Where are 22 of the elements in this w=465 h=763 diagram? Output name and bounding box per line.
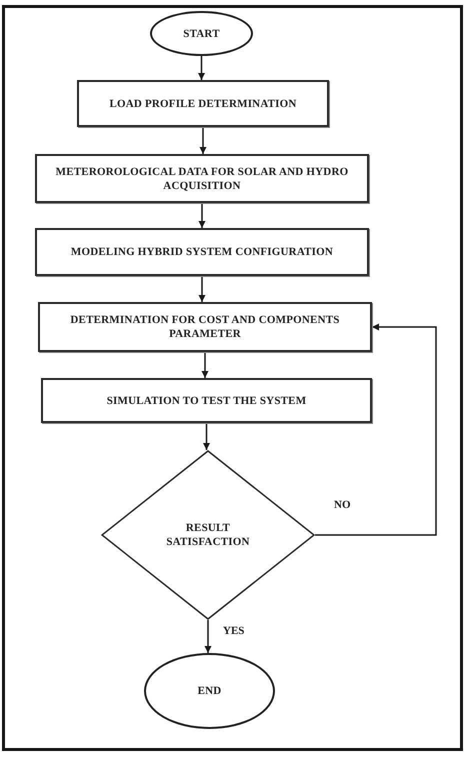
flow-arrow — [315, 324, 437, 536]
flow-arrow — [198, 56, 205, 80]
decision-diamond — [101, 450, 315, 620]
step-text: RESULT SATISFACTION — [165, 521, 251, 549]
flow-arrow — [202, 352, 208, 378]
flow-arrow — [198, 276, 206, 302]
flow-arrow — [200, 127, 206, 154]
step-text: START — [183, 26, 220, 40]
step-text: END — [198, 684, 222, 698]
step-text: LOAD PROFILE DETERMINATION — [109, 96, 297, 110]
step-text: SIMULATION TO TEST THE SYSTEM — [106, 394, 306, 408]
flow-arrow — [198, 203, 206, 228]
process-box — [35, 154, 369, 203]
step-text: METEROROLOGICAL DATA FOR SOLAR AND HYDRO ACQUISITION — [54, 164, 350, 192]
flow-arrow — [203, 423, 210, 450]
step-text: DETERMINATION FOR COST AND COMPONENTS PARAMETER — [69, 313, 341, 341]
process-box — [38, 302, 372, 352]
process-box — [77, 80, 329, 127]
process-box — [41, 378, 372, 423]
process-box — [35, 228, 369, 276]
step-text: MODELING HYBRID SYSTEM CONFIGURATION — [70, 245, 334, 259]
flow-arrow — [204, 620, 212, 653]
